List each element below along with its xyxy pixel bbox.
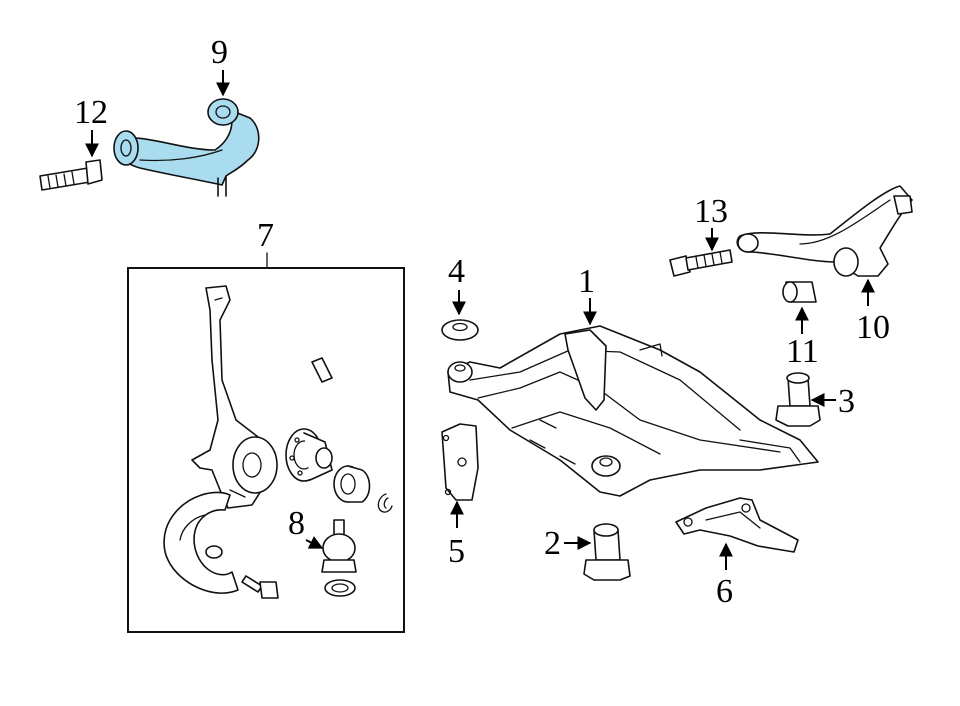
callout-12: 12 <box>74 94 108 158</box>
callout-4: 4 <box>448 253 466 316</box>
svg-text:13: 13 <box>694 193 728 230</box>
washer-part[interactable] <box>441 319 479 341</box>
svg-text:12: 12 <box>74 94 108 131</box>
svg-text:5: 5 <box>448 533 465 570</box>
knuckle-assembly-box <box>127 267 405 633</box>
subframe-mount-2-part[interactable] <box>583 523 631 581</box>
crossmember-part[interactable] <box>447 325 819 497</box>
callout-13: 13 <box>694 193 728 252</box>
brace-6-part[interactable] <box>675 497 799 553</box>
upper-control-arm-part[interactable] <box>113 98 260 197</box>
svg-text:11: 11 <box>786 333 819 370</box>
bushing-11-part[interactable] <box>782 281 817 303</box>
subframe-mount-3-part[interactable] <box>775 372 821 427</box>
svg-text:1: 1 <box>578 263 595 300</box>
svg-text:9: 9 <box>211 34 228 71</box>
callout-7: 7 <box>257 217 274 269</box>
bolt-12-part[interactable] <box>39 159 103 191</box>
wheel-hub-part[interactable] <box>285 428 333 482</box>
wheel-bearing-part[interactable] <box>333 465 371 503</box>
svg-text:7: 7 <box>257 217 274 254</box>
dowel-pin-part[interactable] <box>311 357 333 383</box>
bracket-5-part[interactable] <box>441 423 479 501</box>
lower-control-arm-part[interactable] <box>736 185 913 277</box>
callout-5: 5 <box>448 500 465 570</box>
bolt-13-part[interactable] <box>669 249 733 277</box>
svg-text:8: 8 <box>288 505 305 542</box>
callout-11: 11 <box>786 306 819 370</box>
callout-9: 9 <box>211 34 230 97</box>
knuckle-bolt-part[interactable] <box>241 575 279 599</box>
svg-text:2: 2 <box>544 525 561 562</box>
steering-knuckle-part[interactable] <box>191 285 278 509</box>
callout-1: 1 <box>578 263 597 326</box>
svg-text:6: 6 <box>716 573 733 610</box>
svg-text:4: 4 <box>448 253 465 290</box>
callout-2: 2 <box>544 525 592 562</box>
svg-text:3: 3 <box>838 383 855 420</box>
ball-joint-part[interactable] <box>321 519 357 597</box>
callout-10: 10 <box>856 278 890 346</box>
brake-dust-shield-part[interactable] <box>163 491 239 594</box>
callout-6: 6 <box>716 542 733 610</box>
callout-3: 3 <box>810 383 855 420</box>
snap-ring-part[interactable] <box>377 493 393 513</box>
svg-text:10: 10 <box>856 309 890 346</box>
callout-8: 8 <box>288 505 324 549</box>
